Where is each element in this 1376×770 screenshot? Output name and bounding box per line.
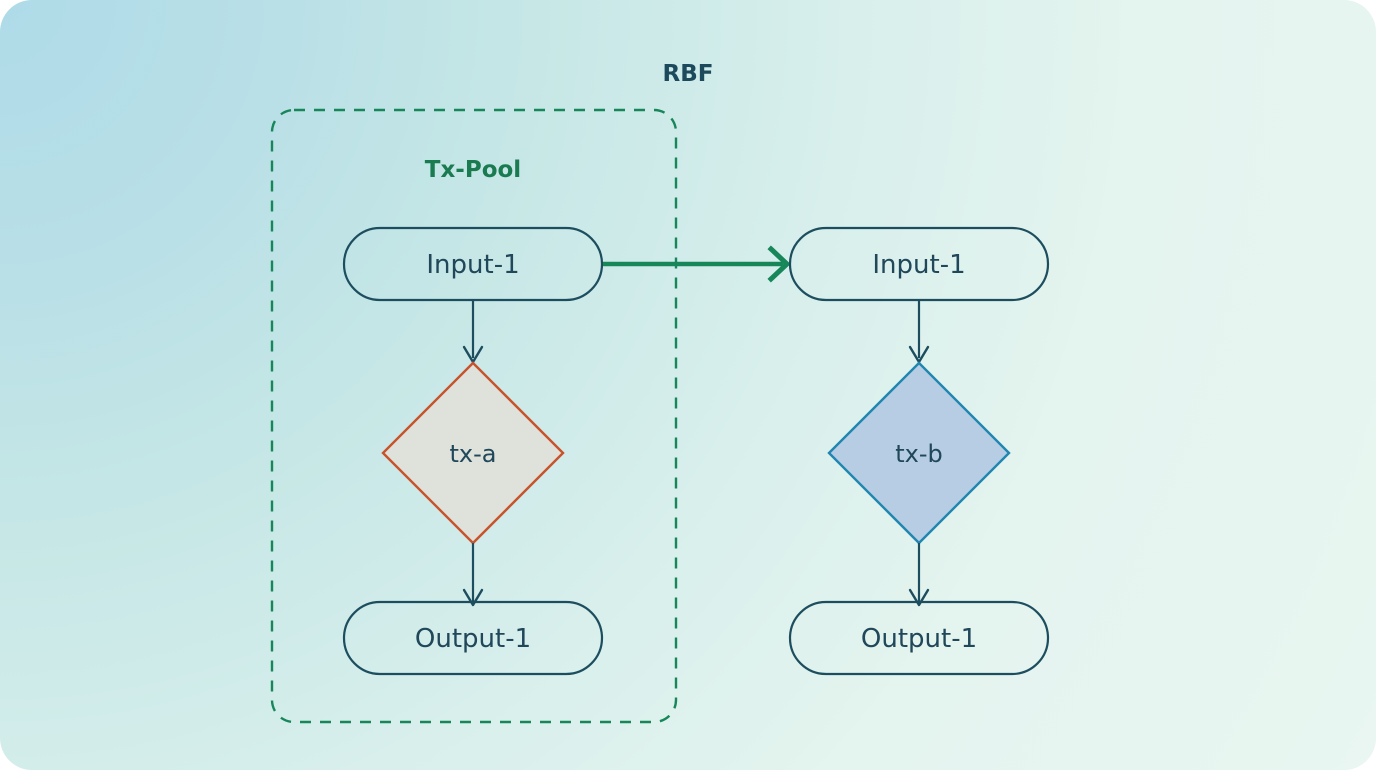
node-right-input[interactable]: Input-1 [788,226,1050,302]
tx-a-label: tx-a [450,440,497,468]
node-right-output[interactable]: Output-1 [788,600,1050,676]
edge-tx-b-to-right-output [908,543,930,607]
left-input-label: Input-1 [426,250,519,280]
left-output-shape [342,600,604,676]
edge-right-input-to-tx-b [908,300,930,364]
page-title: RBF [663,61,714,87]
right-output-label: Output-1 [861,624,977,654]
right-output-shape [788,600,1050,676]
tx-pool-boundary [270,108,678,724]
tx-pool-group: Tx-Pool [270,108,678,724]
node-left-output[interactable]: Output-1 [342,600,604,676]
left-output-label: Output-1 [415,624,531,654]
arrowhead-icon [462,588,484,607]
node-tx-b[interactable]: tx-b [827,361,1011,545]
node-left-input[interactable]: Input-1 [342,226,604,302]
tx-pool-label: Tx-Pool [425,157,521,183]
tx-b-label: tx-b [895,440,943,468]
rbf-arrowhead-icon [767,245,791,283]
edge-tx-a-to-left-output [462,543,484,607]
edge-left-input-to-tx-a [462,300,484,364]
node-tx-a[interactable]: tx-a [381,361,565,545]
edge-replacement-arrow [603,245,791,283]
right-input-label: Input-1 [872,250,965,280]
arrowhead-icon [908,588,930,607]
